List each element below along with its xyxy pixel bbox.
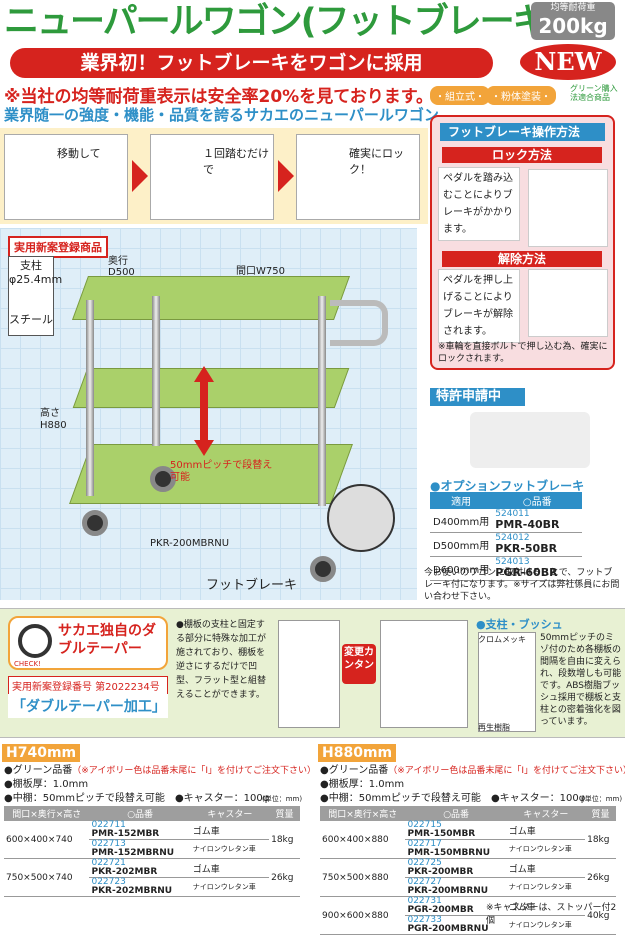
green-purchase-label: グリーン購入法適合商品 [570, 84, 618, 102]
unit-label: (単位：mm) [262, 795, 303, 803]
arrow-icon [132, 160, 148, 192]
h880-label: H880mm [318, 744, 396, 762]
grade-label: ●グリーン品番 [4, 765, 73, 776]
model-label: PKR-200MBRNU [150, 538, 230, 549]
handle [330, 300, 388, 346]
grade-label: ●グリーン品番 [320, 765, 389, 776]
subtitle: 業界随一の強度・機能・品質を誇るサカエのニューパールワゴン [4, 106, 439, 124]
shelf-spec: ●中棚：50mmピッチで段替え可能 ●キャスター：100φ [320, 793, 586, 804]
magnifier-icon [18, 624, 52, 658]
resin-label: 再生樹脂 [478, 723, 510, 732]
height-label: 高さH880 [40, 408, 67, 431]
step-move: 移動して [4, 134, 128, 220]
option-note: 今お使いのワゴンに取付けることで、フットブレーキ付になります。※サイズは弊社係員… [424, 568, 620, 602]
utility-model-badge: 実用新案登録商品 [8, 236, 108, 258]
step-press: １回踏むだけで [150, 134, 274, 220]
adjust-arrow-icon [194, 366, 214, 456]
change-badge: 変更カンタン [342, 644, 376, 684]
release-illustration [528, 269, 608, 337]
release-instructions: ペダルを押し上げることによりブレーキが解除されます。 [438, 269, 520, 343]
caster-wheel [82, 510, 108, 536]
bush-illustration [478, 632, 536, 732]
bush-title: ●支柱・ブッシュ [476, 618, 563, 631]
brake-part-image [470, 412, 590, 468]
lock-instructions: ペダルを踏み込むことによりブレーキがかかります。 [438, 167, 520, 241]
foot-brake-label: フットブレーキ [206, 578, 298, 593]
ivory-note: （※アイボリー色は品番末尾に「I」を付けてご注文下さい） [72, 766, 316, 776]
taper-description: ●棚板の支柱と固定する部分に特殊な加工が施されており、棚板を逆さにするだけで凹型… [176, 620, 267, 700]
check-label: CHECK! [14, 660, 41, 668]
caster-wheel [150, 466, 176, 492]
page-title: ニューパールワゴン(フットブレーキ付) [4, 2, 595, 42]
caster-wheel [310, 556, 336, 582]
registration-number: 実用新案登録番号 第2022234号 [8, 676, 168, 695]
pillar [152, 296, 160, 446]
headline-banner: 業界初！フットブレーキをワゴンに採用 [10, 48, 493, 78]
option-title: ●オプションフットブレーキ [430, 479, 585, 493]
top-shelf [71, 276, 351, 320]
step-lock: 確実にロック！ [296, 134, 420, 220]
lock-illustration [528, 169, 608, 247]
depth-label: 奥行D500 [108, 256, 135, 278]
bush-description: 50mmピッチのミゾ付のため各棚板の間隔を自由に変えられ、段数増しも可能です。A… [540, 633, 622, 727]
width-label: 間口W750 [236, 266, 285, 277]
ivory-note: （※アイボリー色は品番末尾に「I」を付けてご注文下さい） [388, 766, 625, 776]
tag-assembly: ・組立式・ [430, 86, 490, 105]
brake-closeup [327, 484, 395, 552]
chrome-label: クロムメッキ [478, 635, 526, 644]
shelf-spec: ●中棚：50mmピッチで段替え可能 ●キャスター：100φ [4, 793, 270, 804]
foot-brake-operation: フットブレーキ操作方法 ロック方法 ペダルを踏み込むことによりブレーキがかかりま… [430, 115, 615, 370]
thickness-spec: ●棚板厚：1.0mm [4, 779, 89, 790]
taper-title: サカエ独自のダブルテーパー [58, 623, 156, 657]
taper-process: 「ダブルテーパー加工」 [8, 694, 168, 718]
h740-label: H740mm [2, 744, 80, 762]
new-badge: NEW [520, 44, 616, 80]
safety-note: ※当社の均等耐荷重表示は安全率20%を見ております。 [4, 87, 434, 107]
thickness-spec: ●棚板厚：1.0mm [320, 779, 405, 790]
unit-label: (単位：mm) [582, 795, 623, 803]
patent-pending-label: 特許申請中 [430, 388, 525, 406]
pillar [318, 296, 326, 506]
taper-illustration [380, 620, 468, 728]
pillar [86, 300, 94, 496]
tag-powder-coat: ・粉体塗装・ [486, 86, 556, 105]
arrow-icon [278, 160, 294, 192]
pitch-label: 50mmピッチで段替え可能 [170, 460, 273, 483]
footer-note: ※キャスターは、ストッパー付2個 [486, 903, 617, 926]
taper-illustration [278, 620, 340, 728]
